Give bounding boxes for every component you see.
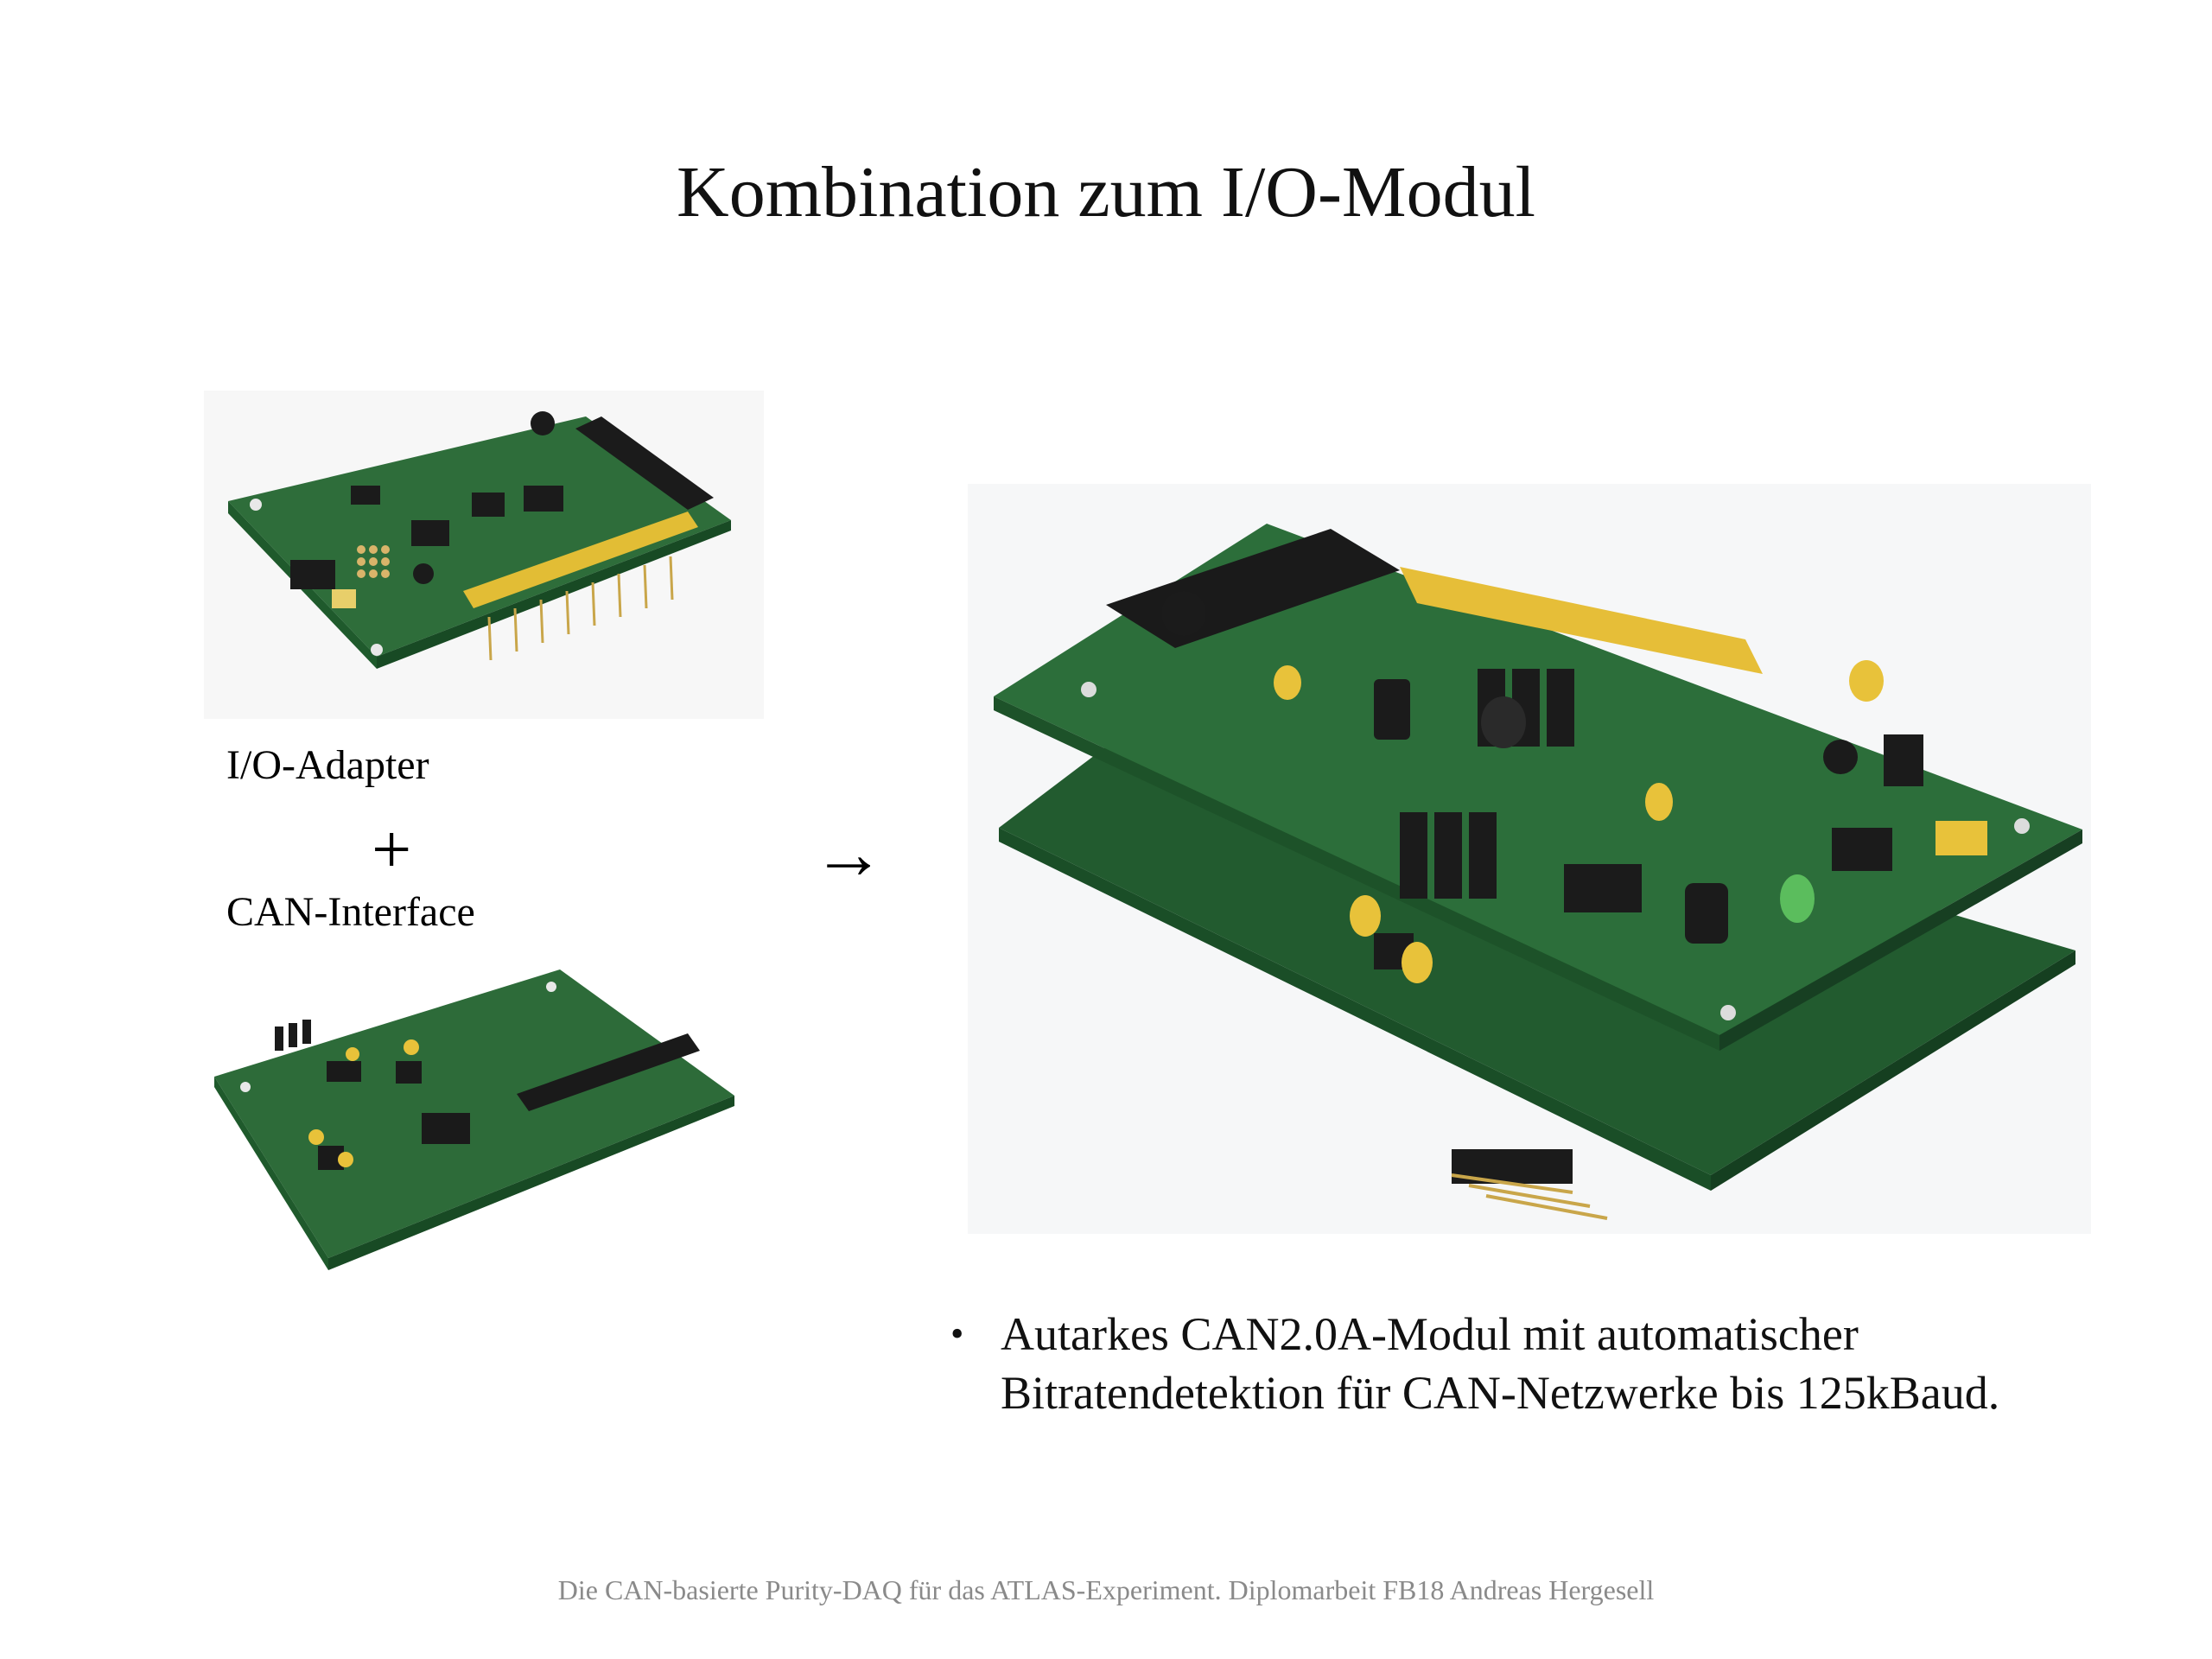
plus-sign: + — [372, 810, 412, 888]
bullet-item: • Autarkes CAN2.0A-Modul mit automatisch… — [950, 1305, 2074, 1422]
slide-title: Kombination zum I/O-Modul — [677, 152, 1535, 232]
can-interface-label: CAN-Interface — [226, 889, 475, 935]
bullet-marker: • — [950, 1313, 964, 1355]
can-interface-photo — [206, 957, 743, 1279]
slide-footer: Die CAN-basierte Purity-DAQ für das ATLA… — [557, 1574, 1655, 1605]
io-adapter-photo — [204, 391, 764, 719]
arrow-icon: → — [812, 814, 885, 894]
bullet-list: • Autarkes CAN2.0A-Modul mit automatisch… — [950, 1305, 2074, 1422]
io-module-photo — [968, 484, 2091, 1234]
io-adapter-label: I/O-Adapter — [226, 742, 429, 788]
bullet-text: Autarkes CAN2.0A-Modul mit automatischer… — [1001, 1308, 2000, 1419]
